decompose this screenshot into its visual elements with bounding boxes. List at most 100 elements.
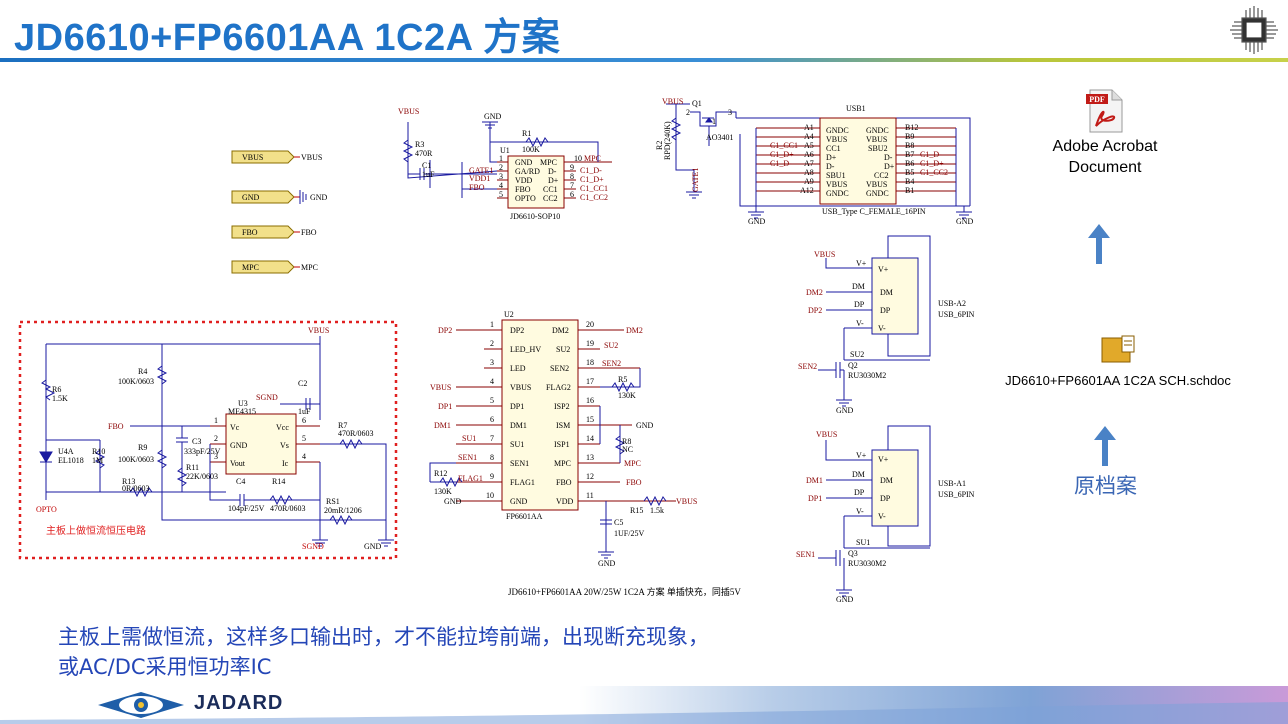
net-c1-cc1: C1_CC1 (580, 184, 608, 193)
up-arrow-icon (1088, 224, 1110, 264)
u3-pin1-num: 1 (214, 416, 218, 425)
u3-part: ME4315 (228, 407, 256, 416)
q1-gate-net: GATE1 (691, 168, 700, 192)
u1-jd6610-block (402, 121, 612, 209)
q1-pin1: 1 (712, 117, 716, 126)
u2-pin13-num: 13 (586, 453, 594, 462)
usba2-pin-vm: V- (856, 319, 864, 328)
u2-pin-isp2: ISP2 (554, 402, 570, 411)
usba2-box-dm: DM (880, 288, 893, 297)
usb1-b9-name: VBUS (866, 135, 887, 144)
slide-note: 主板上需做恒流，这样多口输出时，才不能拉垮前端，出现断充现象， 或AC/DC采用… (58, 622, 709, 682)
r12-ref: R12 (434, 469, 447, 478)
usba1-dm1: DM1 (806, 476, 823, 485)
u2-part: FP6601AA (506, 512, 543, 521)
usba1-box-dm: DM (880, 476, 893, 485)
usba2-pin-vp: V+ (856, 259, 867, 268)
r7-ref: R7 (338, 421, 347, 430)
usb1-a1-num: A1 (804, 123, 814, 132)
legend-gnd-net: GND (310, 193, 328, 202)
usb1-a12-num: A12 (800, 186, 814, 195)
usb1-net-cc2: C1_CC2 (920, 168, 948, 177)
u1-pin-cc1: CC1 (543, 185, 558, 194)
u2-net-dm1: DM1 (434, 421, 451, 430)
u2-net-dp2: DP2 (438, 326, 452, 335)
u3-pin-vc: Vc (230, 423, 240, 432)
usb1-net-dm-left: C1_D- (770, 159, 792, 168)
brand-name: JADARD (194, 692, 284, 714)
u2-gnd-c5: GND (598, 559, 616, 568)
u3-pin2-num: 2 (214, 434, 218, 443)
net-mpc-u1: MPC (584, 154, 601, 163)
u2-pin20-num: 20 (586, 320, 594, 329)
usb1-net-dm-right: C1_D- (920, 150, 942, 159)
usba1-part: USB_6PIN (938, 490, 975, 499)
usb1-a8-name: SBU1 (826, 171, 846, 180)
schdoc-label: JD6610+FP6601AA 1C2A SCH.schdoc (1005, 373, 1231, 388)
u2-net-sen2: SEN2 (602, 359, 621, 368)
usba2-ref: USB-A2 (938, 299, 966, 308)
u1-pin8-num: 8 (570, 172, 574, 181)
u1-part: JD6610-SOP10 (510, 212, 560, 221)
u1-pin-fbo: FBO (515, 185, 531, 194)
u3-pin-vs: Vs (280, 441, 289, 450)
u2-net-dp1: DP1 (438, 402, 452, 411)
u2-pin18-num: 18 (586, 358, 594, 367)
usba1-pin-dp: DP (854, 488, 865, 497)
r13-ref: R13 (122, 477, 135, 486)
cc-sgnd-top: SGND (256, 393, 278, 402)
note-line1: 主板上需做恒流，这样多口输出时，才不能拉垮前端，出现断充现象， (58, 625, 709, 649)
usba1-box-vm: V- (878, 512, 886, 521)
u2-pin-dm2: DM2 (552, 326, 569, 335)
u1-pin7-num: 7 (570, 181, 574, 190)
usb1-gnd-right: GND (956, 217, 974, 226)
usb1-a4-num: A4 (804, 132, 814, 141)
usb1-b5-name: CC2 (874, 171, 889, 180)
u2-pin12-num: 12 (586, 472, 594, 481)
r4-ref: R4 (138, 367, 147, 376)
u3-pin-vout: Vout (230, 459, 246, 468)
schdoc-attachment[interactable]: JD6610+FP6601AA 1C2A SCH.schdoc (980, 334, 1256, 390)
u2-pin-dm1: DM1 (510, 421, 527, 430)
u2-pin-fbo: FBO (556, 478, 572, 487)
u1-pin-dm: D- (548, 167, 557, 176)
usb1-a9-name: VBUS (826, 180, 847, 189)
q2-ref: Q2 (848, 361, 858, 370)
r5-ref: R5 (618, 375, 627, 384)
pdf-label-line2: Document (1068, 159, 1142, 176)
r4-value: 100K/0603 (118, 377, 154, 386)
legend-mpc: MPC (242, 263, 259, 272)
u1-pin-vdd: VDD (515, 176, 533, 185)
pdf-attachment[interactable]: PDF Adobe Acrobat Document (1030, 88, 1180, 178)
u3-pin6-num: 6 (302, 416, 306, 425)
u2-net-gnd-left: GND (444, 497, 462, 506)
usb1-b5-num: B5 (905, 168, 914, 177)
u2-pin-dp1: DP1 (510, 402, 524, 411)
usb1-a6-name: D+ (826, 153, 837, 162)
usb1-a4-name: VBUS (826, 135, 847, 144)
q2-part: RU3030M2 (848, 371, 886, 380)
legend-fbo-net: FBO (301, 228, 317, 237)
r6-ref: R6 (52, 385, 61, 394)
u2-pin-gnd: GND (510, 497, 528, 506)
u1-pin5-num: 5 (499, 190, 503, 199)
u1-ref: U1 (500, 146, 510, 155)
usb1-net-cc1: C1_CC1 (770, 141, 798, 150)
usba1-pin-dm: DM (852, 470, 865, 479)
u1-pin-gnd: GND (515, 158, 533, 167)
u1-pin-dp: D+ (548, 176, 559, 185)
usba1-sen: SEN1 (796, 550, 815, 559)
usb1-a5-num: A5 (804, 141, 814, 150)
r11-value: 22K/0603 (186, 472, 218, 481)
u2-pin-ledhv: LED_HV (510, 345, 541, 354)
q1-vbus: VBUS (662, 97, 683, 106)
c4-ref: C4 (236, 477, 245, 486)
r3-value: 470R (415, 149, 433, 158)
u2-pin-su2: SU2 (556, 345, 570, 354)
usb-a1-block (818, 425, 931, 590)
usba1-gnd: GND (836, 595, 854, 604)
usb1-b7-name: D- (884, 153, 893, 162)
q1-and-usb1-block (666, 103, 971, 212)
u3-pin5-num: 5 (302, 434, 306, 443)
slide-title: JD6610+FP6601AA 1C2A 方案 (14, 17, 561, 59)
